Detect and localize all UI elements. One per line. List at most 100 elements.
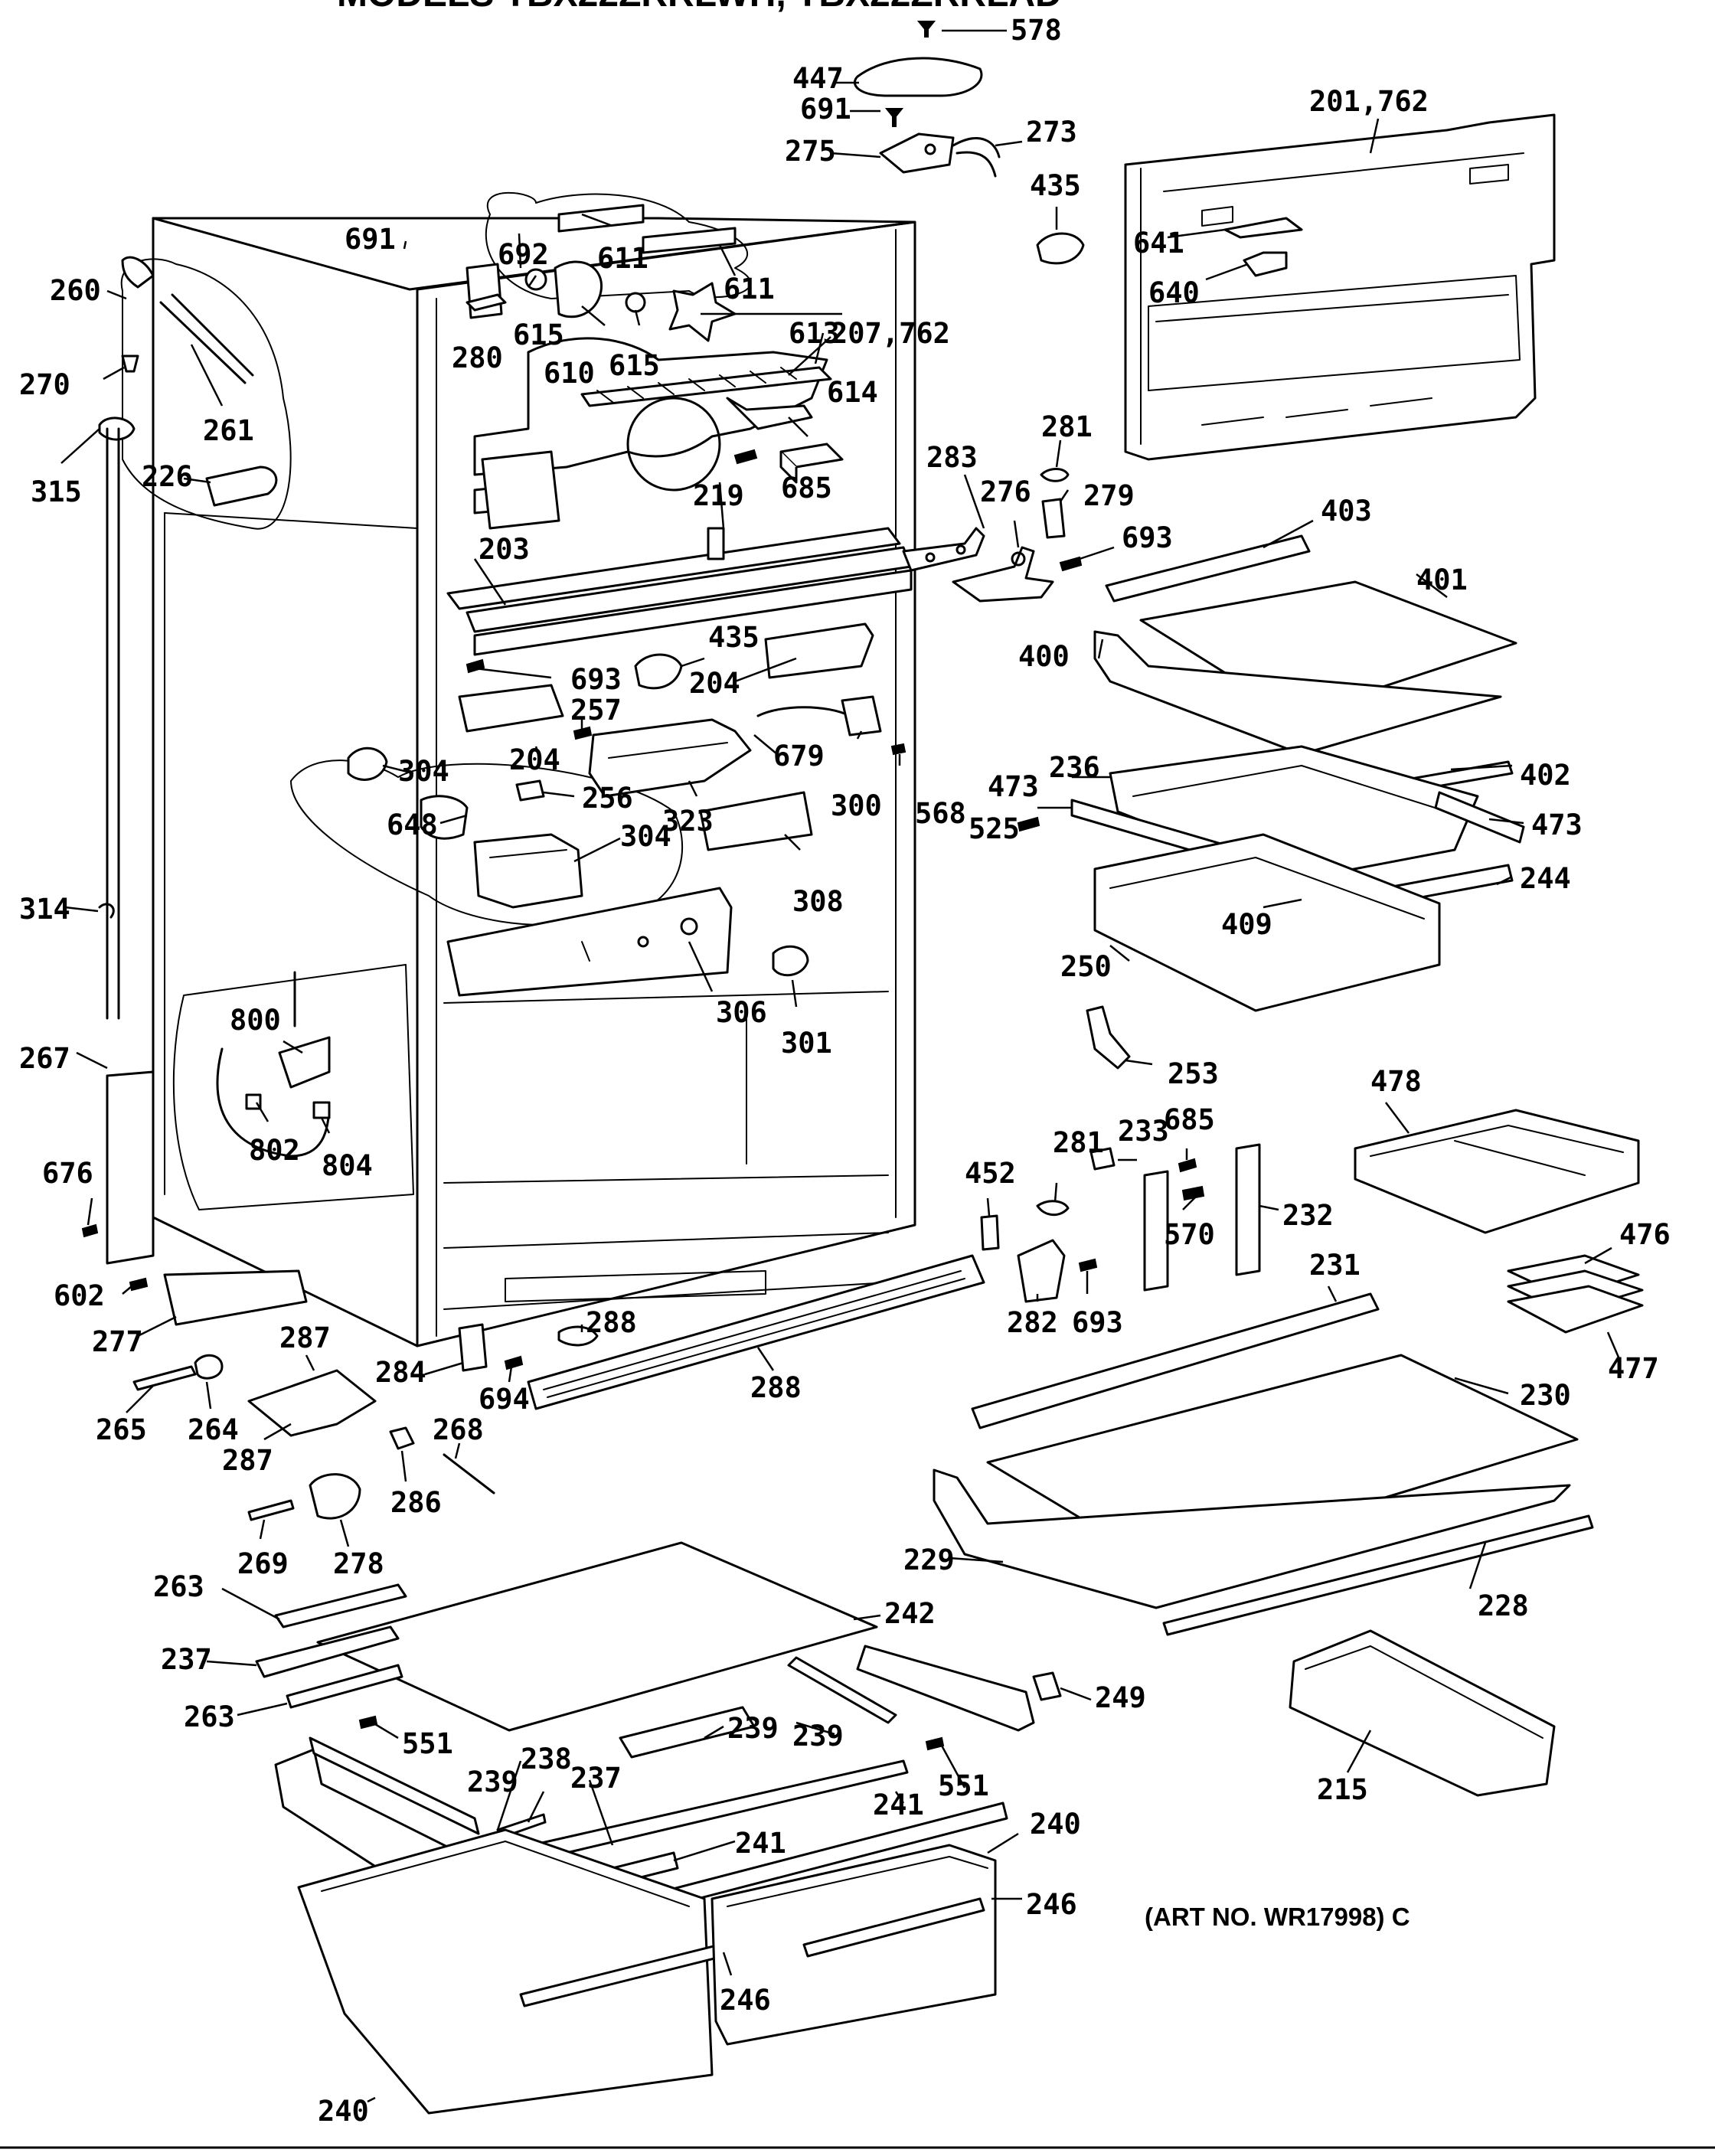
callout-402: 402 [1520, 759, 1571, 792]
callout-267: 267 [19, 1042, 70, 1075]
callout-301: 301 [781, 1027, 832, 1060]
callout-287: 287 [222, 1444, 273, 1477]
callout-403: 403 [1321, 495, 1372, 528]
callout-263: 263 [184, 1700, 235, 1733]
callout-239: 239 [467, 1766, 518, 1798]
callout-323: 323 [662, 805, 714, 838]
callout-249: 249 [1095, 1681, 1146, 1714]
rail-203 [446, 527, 913, 656]
damper-435-mid [634, 653, 683, 690]
callout-260: 260 [50, 274, 101, 307]
callout-276: 276 [980, 475, 1031, 508]
insulation-267 [106, 1070, 155, 1265]
clip-314 [98, 903, 115, 919]
pin-265 [132, 1365, 197, 1391]
rail-403 [1105, 534, 1311, 603]
callout-204: 204 [509, 743, 560, 776]
callout-613: 613 [789, 317, 840, 350]
callout-685: 685 [781, 472, 832, 505]
callout-435: 435 [708, 621, 760, 654]
slide-239-right [787, 1656, 897, 1724]
callout-693: 693 [1122, 521, 1173, 554]
pin-279 [1041, 498, 1066, 539]
callout-215: 215 [1317, 1773, 1368, 1806]
bushing-281-top [1040, 468, 1070, 482]
switch-300 [841, 695, 882, 737]
baffle-280 [466, 293, 507, 312]
callout-282: 282 [1007, 1306, 1058, 1339]
callout-400: 400 [1018, 640, 1070, 673]
screw-578 [916, 21, 936, 38]
callout-269: 269 [237, 1547, 289, 1580]
callout-804: 804 [322, 1149, 373, 1182]
screw-551-right [925, 1736, 945, 1751]
callout-401: 401 [1416, 564, 1468, 596]
callout-237: 237 [570, 1762, 622, 1795]
callout-207-762: 207,762 [831, 317, 950, 350]
ladder-232 [1235, 1143, 1261, 1276]
callout-477: 477 [1608, 1352, 1659, 1385]
callout-253: 253 [1168, 1057, 1219, 1090]
rail-left [309, 1736, 480, 1835]
thermostat-219 [707, 527, 725, 560]
fan-assembly [466, 204, 844, 530]
callout-219: 219 [693, 479, 744, 512]
light-socket-301 [772, 945, 809, 977]
cover-447 [853, 57, 983, 97]
callout-615: 615 [609, 349, 660, 382]
fan-area-outline [485, 191, 751, 299]
callout-238: 238 [521, 1743, 572, 1775]
callout-308: 308 [792, 885, 844, 918]
support-249 [1032, 1671, 1062, 1701]
bin-215 [1289, 1629, 1556, 1797]
callout-525: 525 [969, 812, 1020, 845]
leader-lines [60, 29, 1621, 2103]
callout-278: 278 [333, 1547, 384, 1580]
screw-693-top [1059, 556, 1083, 572]
rod-268 [443, 1453, 495, 1494]
crisper-240-right [710, 1844, 997, 2046]
callout-280: 280 [452, 341, 503, 374]
pin-269 [247, 1499, 295, 1521]
shelf-frame-400 [1093, 630, 1502, 756]
callout-256: 256 [582, 782, 633, 815]
bracket-275 [879, 132, 955, 174]
callout-261: 261 [203, 414, 254, 447]
callout-610: 610 [544, 357, 595, 390]
tube-area-outline [120, 258, 292, 530]
callout-693: 693 [570, 663, 622, 696]
bracket-282 [1017, 1239, 1066, 1303]
screw-525 [1017, 816, 1040, 832]
bushing-281-mid [1036, 1200, 1070, 1217]
roller-264 [194, 1354, 224, 1380]
callout-233: 233 [1118, 1115, 1169, 1148]
pivot-253 [1086, 1005, 1131, 1070]
callout-287: 287 [279, 1321, 331, 1354]
plug-256 [515, 779, 545, 802]
callout-281: 281 [1041, 410, 1093, 443]
callout-691: 691 [345, 223, 396, 256]
callout-568: 568 [915, 797, 966, 830]
hinge-276 [952, 546, 1054, 603]
control-housing-323 [588, 718, 752, 798]
callout-237: 237 [161, 1643, 212, 1676]
callout-304: 304 [620, 820, 671, 853]
callout-685: 685 [1164, 1103, 1215, 1136]
callout-447: 447 [792, 62, 844, 95]
callout-226: 226 [142, 460, 193, 493]
tray-477 [1507, 1285, 1644, 1334]
plate-287 [247, 1369, 377, 1437]
clip-452 [980, 1214, 1000, 1251]
crisper-240-left [297, 1828, 740, 2115]
callout-201-762: 201,762 [1309, 85, 1429, 118]
callout-641: 641 [1133, 227, 1184, 260]
rail-263-upper [274, 1583, 407, 1628]
screw-693-mid [466, 658, 485, 674]
slide-239-center [619, 1706, 756, 1759]
callout-229: 229 [903, 1544, 955, 1576]
callout-452: 452 [965, 1157, 1016, 1190]
art-number-note: (ART NO. WR17998) C [1145, 1903, 1410, 1931]
callout-300: 300 [831, 789, 882, 822]
motor-278 [309, 1473, 361, 1520]
callout-264: 264 [188, 1413, 239, 1446]
